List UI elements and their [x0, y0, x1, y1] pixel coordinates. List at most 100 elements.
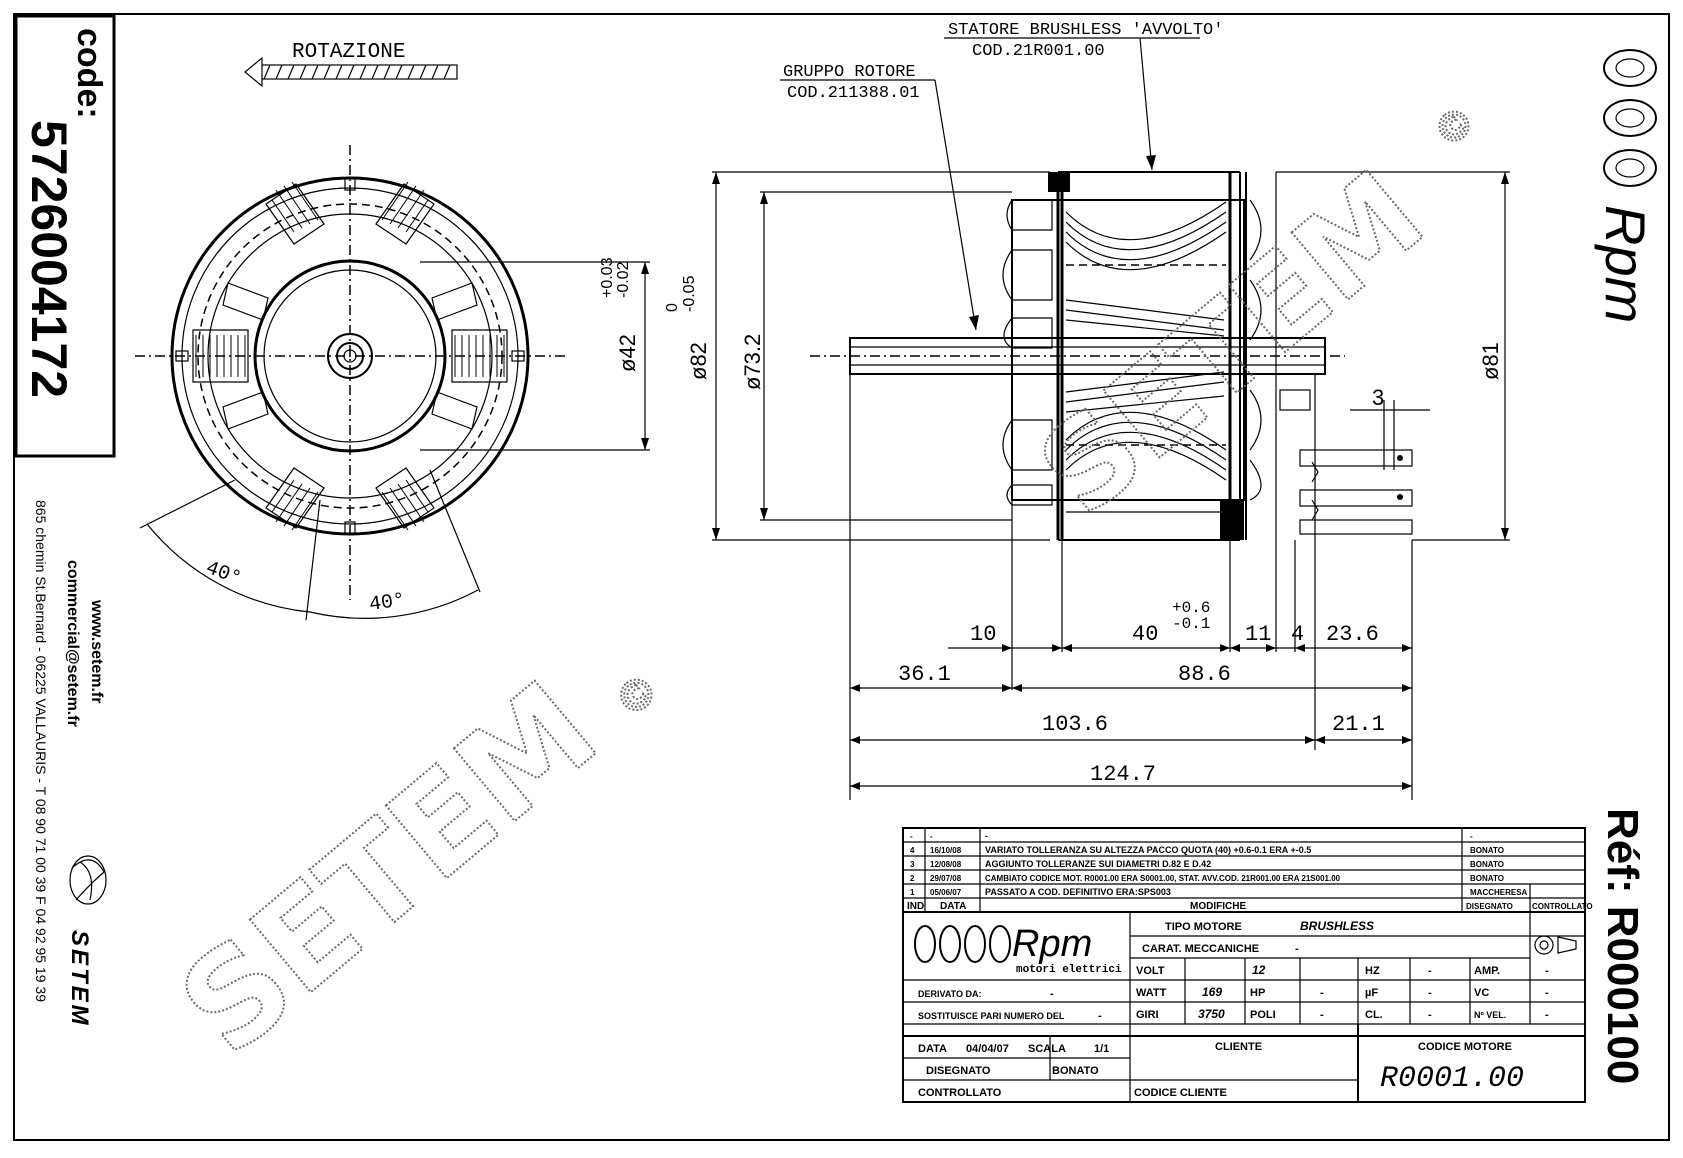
- angle-2-label: 40°: [368, 589, 407, 617]
- rev-ind: 3: [910, 860, 915, 869]
- rev-date: 12/08/08: [930, 860, 962, 869]
- dim-36-1-label: 36.1: [898, 662, 951, 687]
- data-label: DATA: [918, 1043, 947, 1055]
- dim-dia-73-label: ø73.2: [740, 334, 765, 390]
- vc-label: VC: [1474, 987, 1489, 999]
- dim-3-label: 3: [1372, 385, 1384, 410]
- watermark-text-1: SETEM: [152, 653, 625, 1084]
- stator-front-view: [135, 145, 565, 600]
- setem-watermark-second: SETEM ©: [1013, 96, 1486, 544]
- contact-address: 865 chemin St.Bernard - 06225 VALLAURIS …: [33, 500, 49, 1002]
- motor-side-section: [810, 171, 1413, 541]
- poli-value: -: [1320, 1009, 1324, 1021]
- codice-motore-value: R0001.00: [1380, 1062, 1524, 1096]
- motor-spec-table: TIPO MOTORE BRUSHLESS CARAT. MECCANICHE …: [1130, 912, 1585, 1025]
- hp-label: HP: [1250, 987, 1265, 999]
- dim-dia-73: ø73.2: [740, 191, 1012, 521]
- rev-by: BONATO: [1470, 846, 1504, 855]
- volt-label: VOLT: [1136, 965, 1165, 977]
- disegnato-value: BONATO: [1052, 1065, 1099, 1077]
- rev-header-modifiche: MODIFICHE: [1190, 901, 1246, 912]
- rev-date: 05/06/07: [930, 888, 962, 897]
- setem-brand-text: SETEM: [66, 930, 93, 1028]
- dim-23-6-label: 23.6: [1326, 622, 1379, 647]
- sostituisce-label: SOSTITUISCE PARI NUMERO DEL: [918, 1011, 1065, 1021]
- tipo-motore-value: BRUSHLESS: [1300, 919, 1374, 933]
- controllato-label: CONTROLLATO: [918, 1087, 1002, 1099]
- uf-label: µF: [1365, 987, 1378, 999]
- callout-rotor: GRUPPO ROTORE COD.211388.01: [780, 63, 979, 331]
- derivato-label: DERIVATO DA:: [918, 989, 982, 999]
- title-block-logo: Rpm motori elettrici: [903, 912, 1131, 1102]
- watermark-mark-2: ©: [1425, 97, 1485, 158]
- cl-value: -: [1428, 1009, 1432, 1021]
- callout-stator: STATORE BRUSHLESS 'AVVOLTO' COD.21R001.0…: [944, 21, 1223, 171]
- carat-label: CARAT. MECCANICHE: [1142, 943, 1259, 955]
- dim-3: 3: [1350, 385, 1430, 470]
- watt-value: 169: [1202, 985, 1222, 999]
- amp-value: -: [1545, 965, 1549, 977]
- dim-88-6-label: 88.6: [1178, 662, 1231, 687]
- disegnato-label: DISEGNATO: [926, 1065, 991, 1077]
- contact-info: www.setem.fr commercial@setem.fr 865 che…: [33, 500, 107, 1028]
- sostituisce-value: -: [1098, 1010, 1102, 1022]
- giri-value: 3750: [1198, 1007, 1225, 1021]
- rotation-arrow: ROTAZIONE: [244, 41, 458, 88]
- hz-label: HZ: [1365, 965, 1380, 977]
- derivato-value: -: [1050, 988, 1054, 1000]
- codice-motore-label: CODICE MOTORE: [1418, 1041, 1512, 1053]
- contact-website: www.setem.fr: [88, 599, 105, 703]
- rpm-logo-text: Rpm: [1594, 205, 1657, 323]
- rev-desc: VARIATO TOLLERANZA SU ALTEZZA PACCO QUOT…: [985, 845, 1311, 855]
- dim-21-1-label: 21.1: [1332, 712, 1385, 737]
- derivation-table: DERIVATO DA: - SOSTITUISCE PARI NUMERO D…: [903, 988, 1130, 1099]
- codice-cliente-label: CODICE CLIENTE: [1134, 1087, 1227, 1099]
- cliente-label: CLIENTE: [1215, 1041, 1262, 1053]
- angle-1-label: 40°: [203, 557, 245, 591]
- code-label: code:: [70, 28, 108, 119]
- giri-label: GIRI: [1136, 1009, 1159, 1021]
- rev-desc: PASSATO A COD. DEFINITIVO ERA:SPS003: [985, 887, 1171, 897]
- stator-code: COD.21R001.00: [972, 42, 1105, 61]
- dim-dia-42-tol-lower: -0.02: [615, 261, 632, 298]
- rpm-logo-vertical: Rpm: [1594, 49, 1657, 323]
- code-number: 5726004172: [21, 120, 77, 398]
- rev-desc: -: [985, 831, 988, 841]
- scala-label: SCALA: [1028, 1043, 1066, 1055]
- poli-label: POLI: [1250, 1009, 1276, 1021]
- coil-logo-icon: [1603, 49, 1657, 187]
- dim-dia-82-tol-lower: -0.05: [681, 275, 698, 312]
- nvel-label: Nº VEL.: [1474, 1010, 1506, 1020]
- contact-email: commercial@setem.fr: [64, 560, 81, 727]
- dim-40-label: 40: [1132, 622, 1158, 647]
- rotor-code: COD.211388.01: [787, 84, 920, 103]
- dim-40-tol-upper: +0.6: [1172, 599, 1210, 617]
- hp-value: -: [1320, 987, 1324, 999]
- amp-label: AMP.: [1474, 965, 1500, 977]
- rev-by: -: [1470, 832, 1473, 841]
- dim-10-label: 10: [970, 622, 996, 647]
- scala-value: 1/1: [1094, 1043, 1109, 1055]
- ref-number: Réf: R000100: [1598, 808, 1647, 1084]
- dim-124-7-label: 124.7: [1090, 762, 1156, 787]
- rev-ind: 4: [910, 846, 915, 855]
- setem-watermark-main: SETEM ©: [151, 652, 669, 1085]
- coil-logo-icon-small: [914, 925, 1011, 963]
- rev-by: BONATO: [1470, 874, 1504, 883]
- watt-label: WATT: [1136, 987, 1167, 999]
- rev-header-data: DATA: [940, 901, 966, 912]
- rev-ind: -: [910, 832, 913, 841]
- angle-dimensions: 40° 40°: [139, 469, 481, 621]
- dim-103-6-label: 103.6: [1042, 712, 1108, 737]
- rev-header-controllato: CONTROLLATO: [1532, 902, 1593, 911]
- watermark-mark-1: ©: [605, 663, 669, 728]
- watermark-text-2: SETEM: [1014, 145, 1449, 542]
- dim-dia-42-label: ø42: [615, 334, 640, 372]
- dim-dia-82: ø82 0 -0.05: [664, 171, 1050, 541]
- sheet-frame: [13, 13, 1670, 1141]
- title-block-subtitle: motori elettrici: [1016, 964, 1122, 976]
- carat-value: -: [1295, 943, 1299, 955]
- rev-desc: AGGIUNTO TOLLERANZE SUI DIAMETRI D.82 E …: [985, 859, 1211, 869]
